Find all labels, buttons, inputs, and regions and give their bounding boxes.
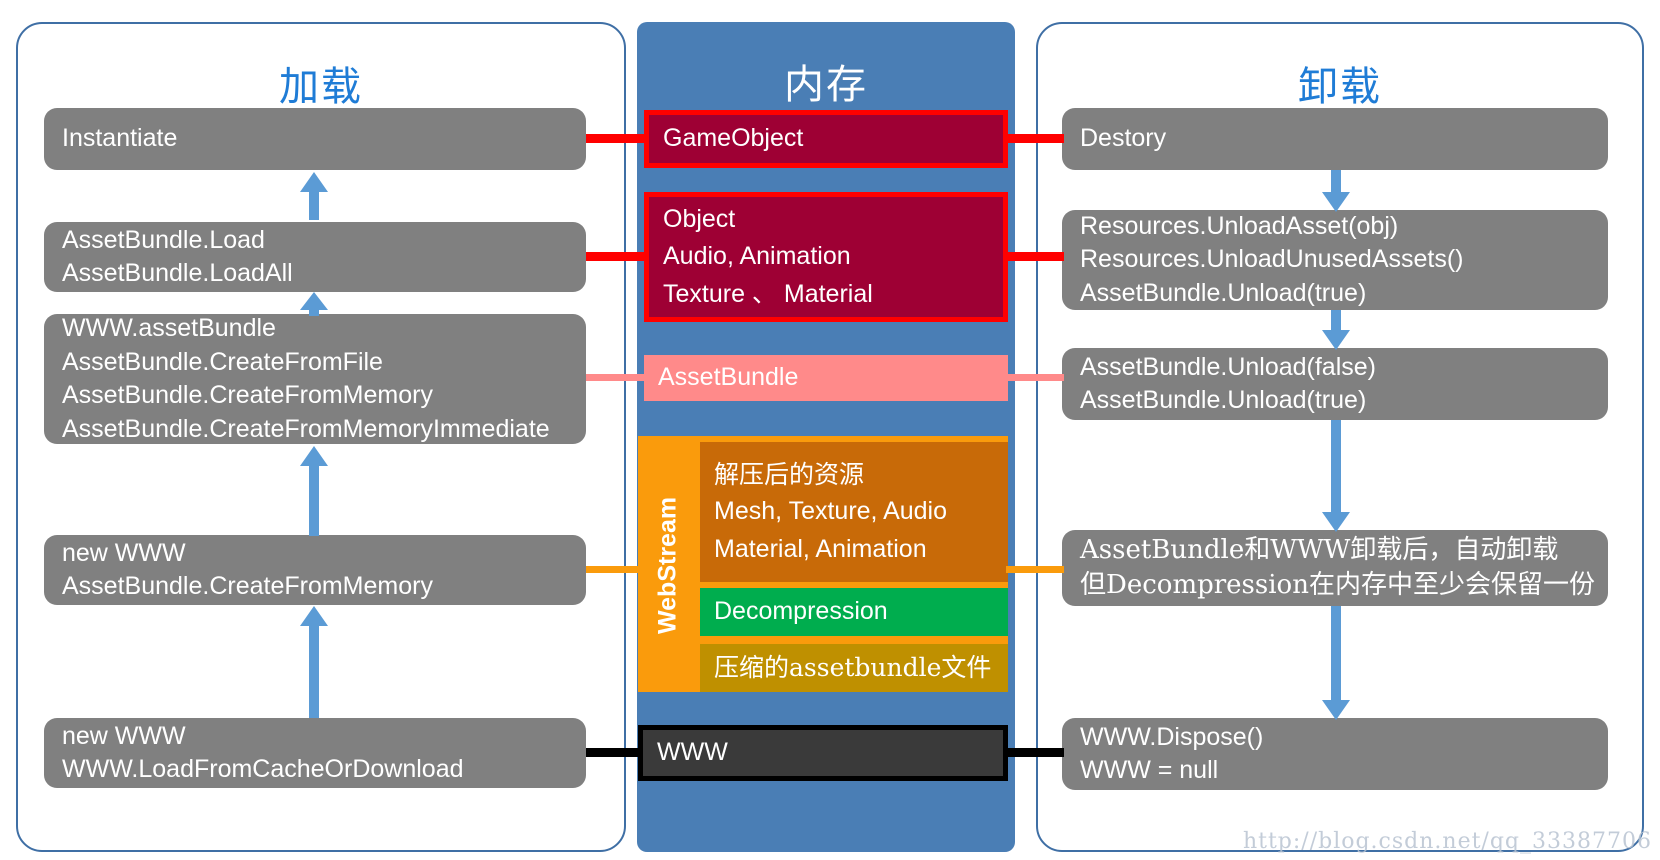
memory-block-object-group[interactable]: Object Audio, Animation Texture 、 Materi… <box>644 192 1008 322</box>
unload-box-www-dispose[interactable]: WWW.Dispose() WWW = null <box>1062 718 1608 790</box>
memory-block-www-line-1: WWW <box>657 738 728 767</box>
load-box-new-www-loadfromcache-line-1: new WWW <box>62 721 186 750</box>
memory-block-object-group-line-1: Object <box>663 204 736 233</box>
load-box-www-assetbundle-line-1: WWW.assetBundle <box>62 314 276 342</box>
memory-block-gameobject-line-1: GameObject <box>663 124 804 153</box>
connector-orange-webstream-left <box>586 566 640 573</box>
unload-arrow-down-2 <box>1322 310 1350 350</box>
memory-block-decompressed-resources-line-1: 解压后的资源 <box>714 459 865 489</box>
unload-box-assetbundle-unload-line-2: AssetBundle.Unload(true) <box>1080 386 1367 414</box>
load-box-instantiate-line-1: Instantiate <box>62 124 178 153</box>
load-panel-title: 加载 <box>279 64 363 110</box>
unload-box-resources-unload-line-2: Resources.UnloadUnusedAssets() <box>1080 245 1464 274</box>
watermark-text: http://blog.csdn.net/qq_33387706 <box>1242 829 1652 854</box>
unload-box-destory-line-1: Destory <box>1080 124 1167 153</box>
load-box-www-assetbundle-line-2: AssetBundle.CreateFromFile <box>62 347 383 376</box>
load-box-www-assetbundle-line-4: AssetBundle.CreateFromMemoryImmediate <box>62 414 550 443</box>
unload-box-assetbundle-unload-line-1: AssetBundle.Unload(false) <box>1080 352 1376 381</box>
memory-block-decompressed-resources[interactable]: 解压后的资源 Mesh, Texture, Audio Material, An… <box>700 442 1008 582</box>
memory-block-decompression-line-1: Decompression <box>714 597 888 626</box>
unload-box-auto-unload-note[interactable]: AssetBundle和WWW卸载后，自动卸载 但Decompression在内… <box>1062 530 1608 606</box>
load-box-assetbundle-load-line-2: AssetBundle.LoadAll <box>62 259 293 287</box>
memory-block-www[interactable]: WWW <box>638 725 1008 781</box>
memory-block-compressed-assetbundle-file[interactable]: 压缩的assetbundle文件 <box>700 644 1008 692</box>
unload-box-www-dispose-line-1: WWW.Dispose() <box>1080 722 1264 751</box>
unload-box-auto-unload-note-line-2: 但Decompression在内存中至少会保留一份 <box>1080 570 1595 600</box>
memory-block-webstream-label: WebStream <box>653 496 682 634</box>
load-arrow-up-3 <box>300 446 328 536</box>
load-box-www-assetbundle[interactable]: WWW.assetBundle AssetBundle.CreateFromFi… <box>44 314 586 444</box>
unload-arrow-down-3 <box>1322 420 1350 532</box>
load-box-new-www-createfrommemory-line-2: AssetBundle.CreateFromMemory <box>62 572 433 600</box>
connector-pink-assetbundle-left <box>586 374 644 381</box>
load-box-new-www-loadfromcache-line-2: WWW.LoadFromCacheOrDownload <box>62 755 464 783</box>
connector-red-object-left <box>586 252 644 261</box>
load-box-www-assetbundle-line-3: AssetBundle.CreateFromMemory <box>62 381 433 409</box>
unload-arrow-down-4 <box>1322 606 1350 720</box>
connector-pink-assetbundle-right <box>1008 374 1064 381</box>
unload-box-resources-unload-line-1: Resources.UnloadAsset(obj) <box>1080 211 1399 240</box>
memory-column-title: 内存 <box>784 62 868 108</box>
memory-block-object-group-line-3: Texture 、 Material <box>663 279 873 308</box>
memory-block-assetbundle-line-1: AssetBundle <box>658 363 799 392</box>
unload-panel-title: 卸载 <box>1298 64 1382 110</box>
unload-box-www-dispose-line-2: WWW = null <box>1080 756 1219 784</box>
unload-box-assetbundle-unload[interactable]: AssetBundle.Unload(false) AssetBundle.Un… <box>1062 348 1608 420</box>
load-box-assetbundle-load-line-1: AssetBundle.Load <box>62 225 265 254</box>
unload-box-destory[interactable]: Destory <box>1062 108 1608 170</box>
connector-red-object-right <box>1008 252 1064 261</box>
connector-black-www-right <box>1006 748 1064 757</box>
load-box-assetbundle-load[interactable]: AssetBundle.Load AssetBundle.LoadAll <box>44 222 586 292</box>
unload-box-auto-unload-note-line-1: AssetBundle和WWW卸载后，自动卸载 <box>1080 535 1559 566</box>
memory-block-decompressed-resources-line-3: Material, Animation <box>714 534 927 563</box>
load-box-new-www-createfrommemory-line-1: new WWW <box>62 538 186 567</box>
memory-block-compressed-assetbundle-file-line-1: 压缩的assetbundle文件 <box>714 653 992 683</box>
memory-block-decompressed-resources-line-2: Mesh, Texture, Audio <box>714 497 948 526</box>
load-box-instantiate[interactable]: Instantiate <box>44 108 586 170</box>
memory-block-gameobject[interactable]: GameObject <box>644 110 1008 168</box>
unload-box-resources-unload-line-3: AssetBundle.Unload(true) <box>1080 278 1367 307</box>
connector-red-gameobject-right <box>1008 134 1064 143</box>
memory-block-assetbundle[interactable]: AssetBundle <box>644 355 1008 401</box>
load-arrow-up-4 <box>300 606 328 718</box>
connector-red-gameobject-left <box>586 134 644 143</box>
connector-orange-webstream-right <box>1006 566 1064 573</box>
load-box-new-www-loadfromcache[interactable]: new WWW WWW.LoadFromCacheOrDownload <box>44 718 586 788</box>
load-box-new-www-createfrommemory[interactable]: new WWW AssetBundle.CreateFromMemory <box>44 535 586 605</box>
unload-box-resources-unload[interactable]: Resources.UnloadAsset(obj) Resources.Unl… <box>1062 210 1608 310</box>
memory-block-decompression[interactable]: Decompression <box>700 588 1008 636</box>
unload-arrow-down-1 <box>1322 170 1350 212</box>
load-arrow-up-1 <box>300 172 328 220</box>
memory-block-object-group-line-2: Audio, Animation <box>663 242 851 271</box>
connector-black-www-left <box>586 748 640 757</box>
load-arrow-up-2 <box>300 292 328 316</box>
